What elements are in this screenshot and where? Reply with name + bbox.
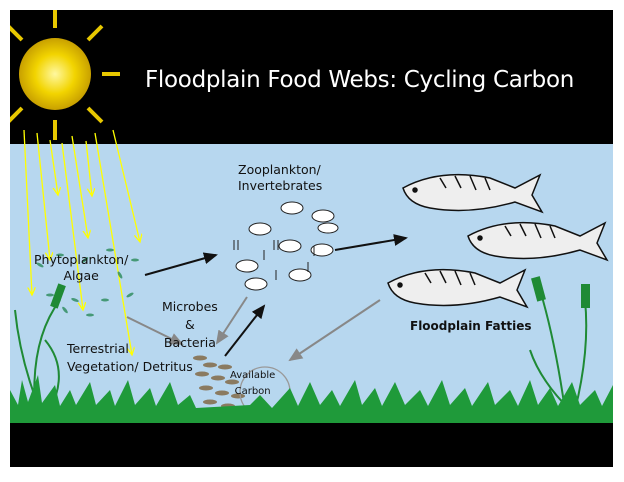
label-floodplain-fatties: Floodplain Fatties (410, 319, 532, 333)
grass (10, 375, 613, 423)
detritus-pile (193, 355, 245, 409)
flow-arrows (126, 234, 408, 362)
sun-icon (10, 10, 120, 140)
sunlight-rays (23, 129, 140, 355)
fish-icon (387, 268, 529, 309)
fish-group (387, 173, 609, 309)
label-terrestrial: Terrestrial Vegetation/ Detritus (67, 341, 193, 374)
diagram: Floodplain Food Webs: Cycling Carbon Zoo… (10, 10, 613, 467)
label-zooplankton: Zooplankton/ Invertebrates (238, 162, 323, 193)
diagram-art (10, 10, 613, 423)
phytoplankton-cluster (36, 248, 139, 317)
label-available-carbon: Available Carbon (230, 370, 276, 397)
fish-icon (467, 221, 609, 262)
label-microbes: Microbes & Bacteria (162, 299, 218, 350)
fish-icon (402, 173, 544, 214)
zooplankton-group (233, 201, 339, 291)
page-title: Floodplain Food Webs: Cycling Carbon (145, 67, 575, 93)
label-phytoplankton: Phytoplankton/ Algae (34, 252, 129, 283)
